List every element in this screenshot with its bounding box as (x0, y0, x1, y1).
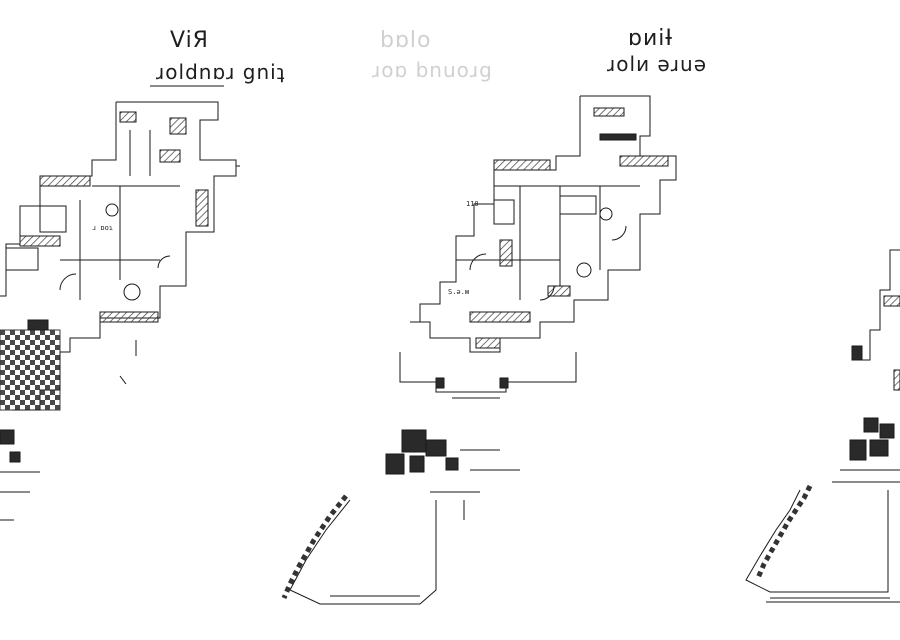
center-plan-garden-block (385, 453, 405, 475)
right-plan-outer-wall (860, 249, 900, 361)
center-plan-boundary (289, 499, 437, 605)
center-plan-outer-wall (410, 95, 677, 353)
center-plan-porch-post (499, 377, 509, 389)
room-annotation: 110 (466, 200, 479, 208)
left-plan-table (123, 283, 141, 301)
center-plan-hatched-wall (619, 155, 669, 167)
center-plan-column (576, 262, 592, 278)
left-plan-hatched-wall (169, 117, 187, 135)
right-plan-boundary (745, 489, 889, 593)
left-plan-room-block (0, 429, 15, 445)
left-plan-hatched-wall (195, 189, 209, 227)
left-plan-title-line1: ViЯ (170, 28, 209, 53)
center-plan-door-swing (611, 225, 627, 241)
left-plan-dimension (119, 375, 127, 385)
left-plan-stair (5, 247, 39, 271)
left-plan-door-swing (157, 255, 171, 269)
left-plan-room-block (9, 451, 21, 463)
center-plan-hatched-wall (469, 311, 531, 323)
left-plan-hatched-wall (159, 149, 181, 163)
center-plan-kitchen-counter (559, 195, 597, 215)
right-plan-hedge (755, 484, 813, 579)
center-plan-west-wall (419, 96, 581, 322)
left-plan-west-wall (0, 102, 117, 297)
left-plan-hatched-wall (99, 311, 159, 323)
center-plan-entry-block (475, 337, 501, 349)
center-plan-hatched-wall (599, 133, 637, 141)
left-plan-fixture (105, 203, 119, 217)
center-plan-hatched-wall (593, 107, 625, 117)
center-floor-plan (281, 95, 677, 605)
center-plan-hatched-wall (547, 285, 571, 297)
right-plan-title-line2: ɹolᴎ ǝɹuǝ (607, 52, 707, 76)
right-floor-plan (745, 249, 900, 603)
center-plan-hatched-wall (499, 239, 513, 267)
center-plan-title-line1: bɒlo (380, 28, 432, 53)
left-plan-stair (39, 205, 67, 233)
center-plan-garden-block (445, 457, 459, 471)
center-plan-garden-block (401, 429, 427, 453)
center-plan-stair (493, 199, 515, 225)
left-plan-hatched-wall (39, 175, 91, 187)
right-plan-garden-block (849, 439, 867, 461)
right-plan-title-line1: ɒᴎiƗ (628, 26, 673, 51)
right-plan-garden-block (869, 439, 889, 457)
right-plan-hatched-wall (851, 345, 863, 361)
right-plan-hatched-wall (893, 369, 900, 391)
room-annotation: S.ǝ.ᴍ (448, 288, 470, 296)
right-plan-garden-block (879, 423, 895, 439)
center-plan-door-swing (469, 253, 487, 271)
center-plan-porch (399, 352, 577, 393)
left-plan-room-block (27, 319, 49, 331)
left-plan-door-swing (59, 273, 77, 291)
center-plan-column (599, 207, 613, 221)
right-plan-garden-block (863, 417, 879, 433)
center-plan-hatched-wall (493, 159, 551, 171)
left-floor-plan (0, 85, 240, 521)
left-plan-terrace (0, 329, 61, 411)
center-plan-porch-post (435, 377, 445, 389)
left-plan-title-line2: ɹoldnɒɹ gniʇ (156, 60, 286, 84)
center-plan-title-line2: ɹoɒ bnuoɹg (372, 58, 493, 82)
right-plan-hatched-wall (883, 295, 900, 307)
center-plan-hedge (281, 494, 348, 599)
center-plan-garden-block (425, 439, 447, 457)
room-annotation: ɹ ɒoɿ (92, 224, 114, 232)
left-plan-hatched-wall (119, 111, 137, 123)
center-plan-garden-block (409, 455, 425, 473)
center-plan-door-swing (539, 285, 555, 301)
left-plan-hatched-wall (19, 235, 61, 247)
